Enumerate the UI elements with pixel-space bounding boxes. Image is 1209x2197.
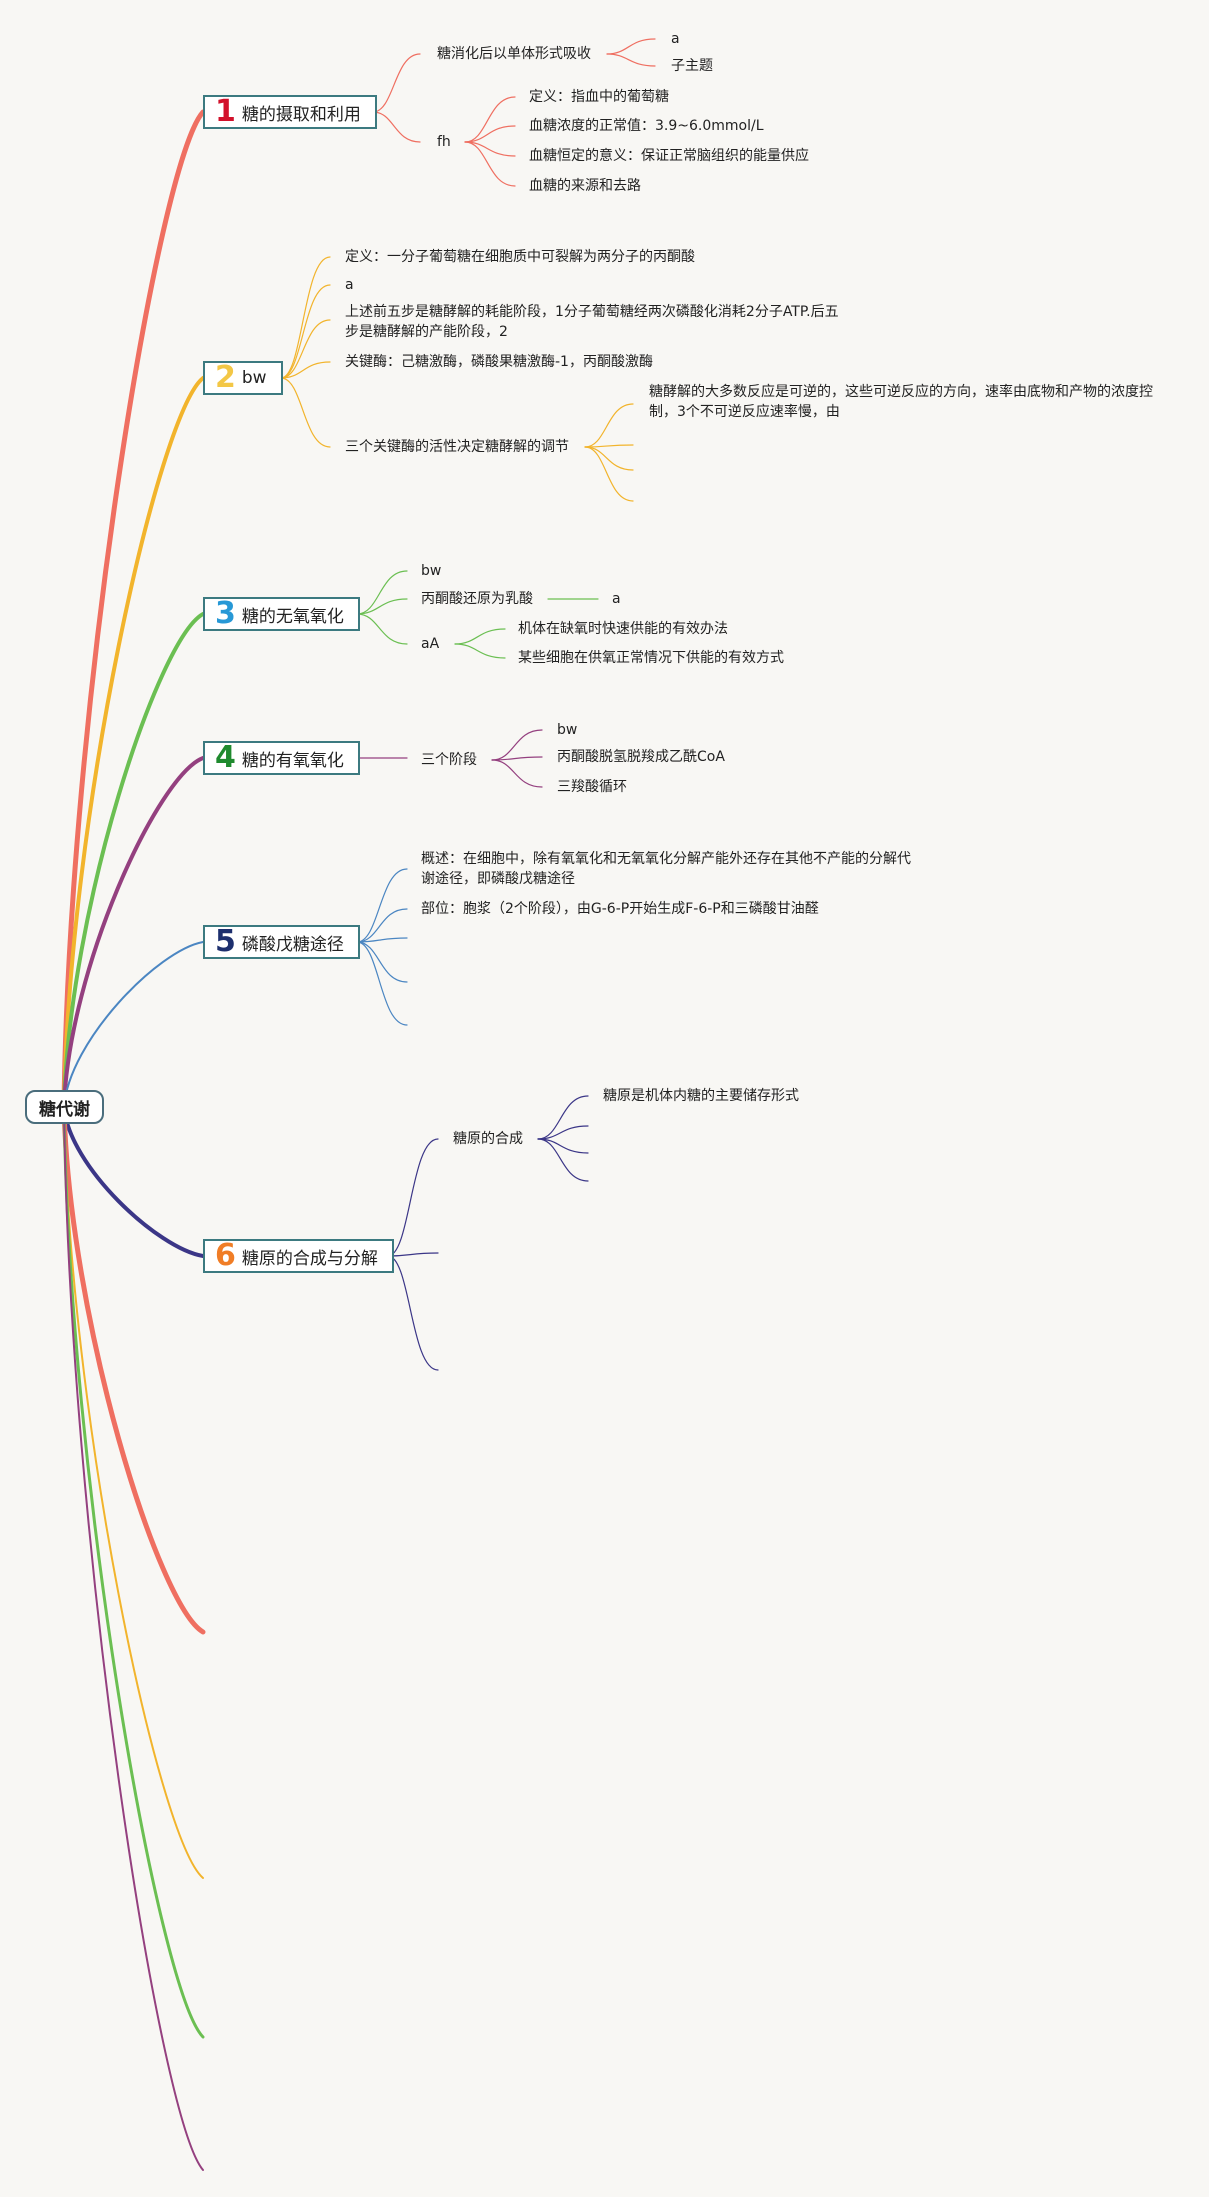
branch-line-3 [62, 612, 205, 1109]
link-1-2-4 [464, 141, 516, 187]
link-1-2-2 [464, 125, 516, 143]
subtopic-2-1[interactable]: 定义：一分子葡萄糖在细胞质中可裂解为两分子的丙酮酸 [345, 249, 695, 265]
link-5-2 [356, 908, 408, 943]
root-topic[interactable]: 糖代谢 [25, 1090, 104, 1124]
subtopic-3-3-2[interactable]: 某些细胞在供氧正常情况下供能的有效方式 [518, 650, 784, 666]
subtopic-1-2-2[interactable]: 血糖浓度的正常值：3.9~6.0mmol/L [529, 118, 764, 134]
subtopic-1-1-2[interactable]: 子主题 [671, 58, 713, 74]
link-2-3 [280, 319, 331, 379]
link-3-3-2 [454, 643, 506, 659]
main-topic-5-label: 磷酸戊糖途径 [241, 934, 344, 955]
main-topic-5[interactable]: 5 磷酸戊糖途径 [203, 925, 360, 959]
subtopic-3-3[interactable]: aA [421, 636, 440, 652]
main-topic-4[interactable]: 4 糖的有氧氧化 [203, 741, 360, 775]
link-2-5 [280, 377, 331, 448]
main-topic-2[interactable]: 2 bw [203, 361, 283, 395]
subtopic-1-1-1[interactable]: a [671, 31, 680, 47]
topic-number-6: 6 [215, 1238, 236, 1273]
main-topic-3[interactable]: 3 糖的无氧氧化 [203, 597, 360, 631]
link-5-1 [356, 868, 408, 943]
link-1-1-1 [606, 38, 656, 55]
link-1-1-2 [606, 53, 656, 67]
link-3-3-1 [454, 628, 506, 645]
link-1-1 [372, 53, 421, 113]
subtopic-4-1-3[interactable]: 三羧酸循环 [557, 779, 627, 795]
subtopic-1-2-1[interactable]: 定义：指血中的葡萄糖 [529, 89, 669, 105]
link-5-3 [356, 937, 408, 943]
link-1-2-1 [464, 96, 516, 143]
subtopic-3-2[interactable]: 丙酮酸还原为乳酸 [421, 591, 533, 607]
main-topic-6[interactable]: 6 糖原的合成与分解 [203, 1239, 394, 1273]
subtopic-5-1[interactable]: 概述：在细胞中，除有氧氧化和无氧氧化分解产能外还存在其他不产能的分解代谢途径，即… [421, 851, 911, 887]
subtopic-3-3-1[interactable]: 机体在缺氧时快速供能的有效办法 [518, 621, 728, 637]
main-topic-6-label: 糖原的合成与分解 [241, 1248, 378, 1269]
branch-line-1 [61, 109, 206, 1110]
link-3-2 [356, 598, 408, 615]
topic-number-5: 5 [215, 924, 236, 959]
link-5-5 [356, 941, 408, 1026]
link-6-2 [387, 1252, 439, 1257]
subtopic-2-2[interactable]: a [345, 277, 354, 293]
topic-number-1: 1 [215, 94, 236, 129]
subtopic-5-2[interactable]: 部位：胞浆（2个阶段），由G-6-P开始生成F-6-P和三磷酸甘油醛 [421, 901, 819, 917]
subtopic-2-5-1[interactable]: 糖酵解的大多数反应是可逆的，这些可逆反应的方向，速率由底物和产物的浓度控制，3个… [649, 384, 1153, 420]
subtopic-4-1-1[interactable]: bw [557, 722, 578, 738]
root-topic-label: 糖代谢 [39, 1099, 90, 1120]
link-6-1 [387, 1138, 439, 1257]
subtopic-1-2[interactable]: fh [437, 134, 451, 150]
branch-line-2 [62, 376, 205, 1109]
link-2-5-1 [584, 403, 634, 448]
link-6-1-2 [537, 1125, 589, 1140]
trailing-line-yellow [63, 1106, 204, 1879]
branch-line-4 [62, 756, 205, 1109]
subtopic-2-3[interactable]: 上述前五步是糖酵解的耗能阶段，1分子葡萄糖经两次磷酸化消耗2分子ATP.后五步是… [345, 304, 839, 340]
topic-number-2: 2 [215, 360, 236, 395]
link-1-2 [372, 111, 421, 143]
link-2-4 [280, 361, 331, 379]
link-5-4 [356, 941, 408, 983]
link-6-1-4 [537, 1138, 589, 1182]
link-4-1-1 [491, 729, 543, 761]
topic-number-3: 3 [215, 596, 236, 631]
link-2-5-3 [584, 446, 634, 471]
subtopic-2-4[interactable]: 关键酶：己糖激酶，磷酸果糖激酶-1，丙酮酸激酶 [345, 354, 653, 370]
link-2-2 [280, 284, 331, 379]
subtopic-4-1-2[interactable]: 丙酮酸脱氢脱羧成乙酰CoA [557, 749, 725, 765]
link-4-1-3 [491, 759, 543, 788]
main-topic-4-label: 糖的有氧氧化 [241, 750, 344, 771]
link-2-1 [280, 256, 331, 379]
link-3-1 [356, 570, 408, 615]
branch-line-6 [62, 1105, 205, 1258]
trailing-line-purple [63, 1106, 204, 2171]
link-3-3 [356, 613, 408, 645]
main-topic-2-label: bw [241, 368, 267, 388]
subtopic-1-2-4[interactable]: 血糖的来源和去路 [529, 178, 641, 194]
subtopic-6-1[interactable]: 糖原的合成 [453, 1131, 523, 1147]
link-2-5-4 [584, 446, 634, 502]
subtopic-3-2-1[interactable]: a [612, 591, 621, 607]
subtopic-1-1[interactable]: 糖消化后以单体形式吸收 [437, 46, 591, 62]
subtopic-4-1[interactable]: 三个阶段 [421, 752, 477, 768]
main-topic-1[interactable]: 1 糖的摄取和利用 [203, 95, 377, 129]
trailing-line-green [62, 1105, 205, 2039]
subtopic-2-5[interactable]: 三个关键酶的活性决定糖酵解的调节 [345, 439, 569, 455]
main-topic-3-label: 糖的无氧氧化 [241, 606, 344, 627]
subtopic-3-1[interactable]: bw [421, 563, 442, 579]
main-topic-1-label: 糖的摄取和利用 [241, 104, 361, 125]
subtopic-1-2-3[interactable]: 血糖恒定的意义：保证正常脑组织的能量供应 [529, 148, 809, 164]
link-6-1-1 [537, 1095, 589, 1140]
subtopic-6-1-1[interactable]: 糖原是机体内糖的主要储存形式 [603, 1088, 799, 1104]
branch-line-5 [63, 941, 204, 1108]
topic-number-4: 4 [215, 740, 236, 775]
link-6-3 [387, 1255, 439, 1371]
trailing-line-red [61, 1104, 206, 1635]
